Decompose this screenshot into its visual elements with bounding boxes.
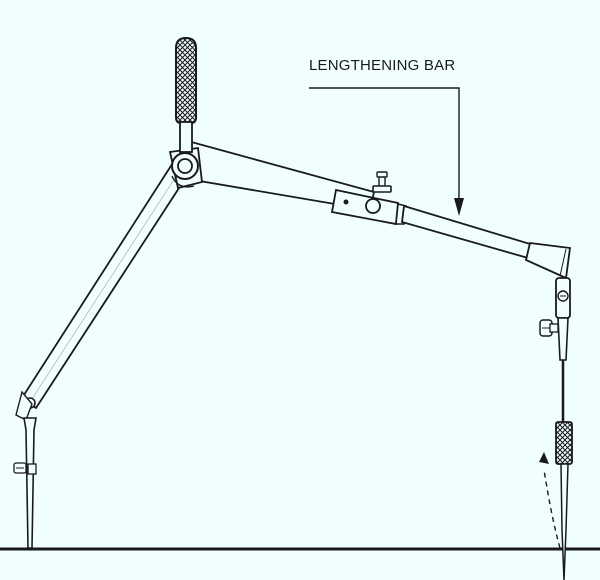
arc-arrow-icon — [539, 452, 549, 464]
left-adjust-screw-icon — [13, 462, 37, 475]
lengthening-bar — [401, 204, 532, 260]
left-leg — [20, 156, 194, 410]
knurled-handle — [175, 36, 197, 153]
callout-leader-line — [309, 87, 460, 206]
callout-arrow-icon — [454, 198, 464, 216]
lengthening-bar-callout: LENGTHENING BAR — [309, 57, 464, 216]
left-point-assembly — [13, 390, 37, 549]
needle-point — [560, 463, 569, 580]
pen-adjust-screw-icon — [539, 319, 559, 337]
lengthening-bar-label: LENGTHENING BAR — [309, 57, 455, 74]
needle-grip — [555, 421, 573, 465]
arc-path — [539, 452, 561, 549]
right-socket — [524, 242, 572, 280]
pen-holder — [555, 277, 571, 422]
clamp-screw-icon — [372, 171, 392, 193]
compass-joint — [168, 146, 203, 190]
